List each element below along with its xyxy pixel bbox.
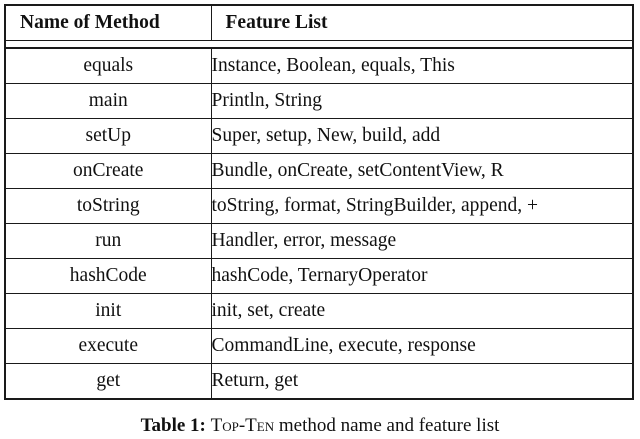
- cell-feature-list: Println, String: [211, 83, 633, 119]
- table-row: run Handler, error, message: [5, 223, 633, 259]
- cell-feature-list: CommandLine, execute, response: [211, 328, 633, 364]
- caption-smallcaps-term: Top-Ten: [210, 415, 275, 436]
- header-double-rule: [6, 40, 632, 48]
- cell-method-name: onCreate: [5, 153, 212, 189]
- cell-method-name: hashCode: [5, 258, 212, 294]
- table-row: onCreate Bundle, onCreate, setContentVie…: [5, 153, 633, 189]
- header-double-rule-row: [5, 40, 633, 49]
- cell-feature-list: Super, setup, New, build, add: [211, 118, 633, 154]
- cell-feature-list: hashCode, TernaryOperator: [211, 258, 633, 294]
- cell-feature-list: toString, format, StringBuilder, append,…: [211, 188, 633, 224]
- cell-method-name: init: [5, 293, 212, 329]
- table-header-row: Name of Method Feature List: [5, 5, 633, 40]
- method-feature-table-container: Name of Method Feature List equals Insta…: [4, 4, 634, 400]
- cell-feature-list: init, set, create: [211, 293, 633, 329]
- cell-feature-list: Bundle, onCreate, setContentView, R: [211, 153, 633, 189]
- table-row: toString toString, format, StringBuilder…: [5, 188, 633, 224]
- cell-method-name: setUp: [5, 118, 212, 154]
- cell-feature-list: Return, get: [211, 363, 633, 399]
- cell-method-name: run: [5, 223, 212, 259]
- table-row: setUp Super, setup, New, build, add: [5, 118, 633, 154]
- table-row: hashCode hashCode, TernaryOperator: [5, 258, 633, 294]
- table-row: execute CommandLine, execute, response: [5, 328, 633, 364]
- table-caption: Table 1: Top-Ten method name and feature…: [0, 414, 640, 438]
- cell-feature-list: Handler, error, message: [211, 223, 633, 259]
- column-header-name-of-method: Name of Method: [5, 5, 212, 40]
- column-header-feature-list: Feature List: [225, 12, 328, 33]
- cell-method-name: toString: [5, 188, 212, 224]
- table-row: get Return, get: [5, 363, 633, 399]
- caption-text: method name and feature list: [278, 415, 500, 436]
- table-row: equals Instance, Boolean, equals, This: [5, 48, 633, 84]
- cell-method-name: get: [5, 363, 212, 399]
- cell-feature-list: Instance, Boolean, equals, This: [211, 48, 633, 84]
- table-body: equals Instance, Boolean, equals, This m…: [5, 40, 633, 399]
- table-header: Name of Method Feature List: [5, 5, 633, 40]
- table-row: main Println, String: [5, 83, 633, 119]
- table-row: init init, set, create: [5, 293, 633, 329]
- cell-method-name: main: [5, 83, 212, 119]
- cell-method-name: equals: [5, 48, 212, 84]
- header-double-rule-cell: [5, 40, 633, 49]
- caption-label: Table 1:: [140, 415, 206, 436]
- method-feature-table: Name of Method Feature List equals Insta…: [4, 4, 634, 400]
- cell-method-name: execute: [5, 328, 212, 364]
